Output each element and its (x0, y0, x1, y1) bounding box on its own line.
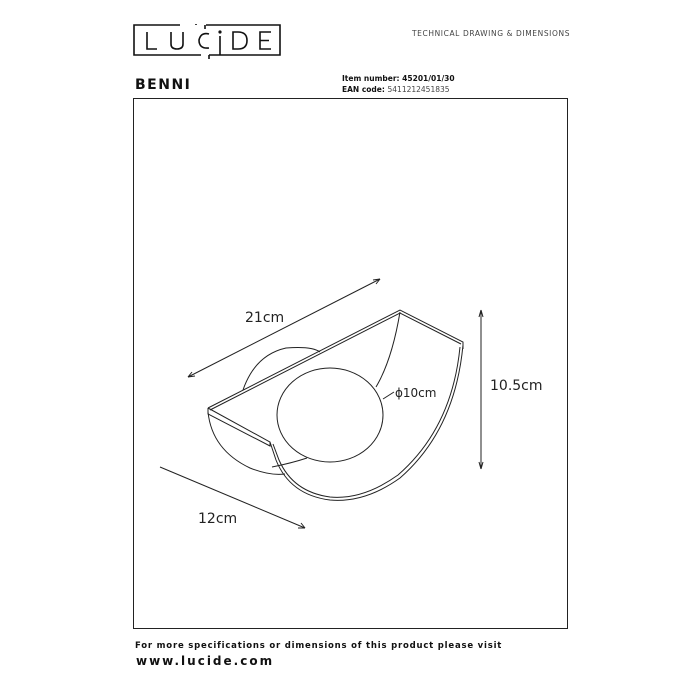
footer-note: For more specifications or dimensions of… (135, 641, 503, 651)
depth-dimension-line (159, 466, 306, 529)
item-number: 45201/01/30 (402, 74, 455, 83)
depth-label: 12cm (198, 511, 237, 527)
document-subtitle: TECHNICAL DRAWING & DIMENSIONS (412, 29, 571, 38)
drawing-frame (133, 98, 568, 629)
product-name: BENNI (135, 77, 192, 93)
height-label: 10.5cm (490, 378, 543, 394)
item-number-row: Item number: 45201/01/30 (342, 73, 455, 84)
width-label: 21cm (245, 310, 284, 326)
lamp-outline (207, 309, 464, 501)
diameter-label: ϕ10cm (395, 386, 436, 400)
lucide-logo (133, 24, 281, 59)
lamp-globe (276, 367, 384, 463)
ean-label: EAN code: (342, 85, 385, 94)
item-number-label: Item number: (342, 74, 400, 83)
product-codes: Item number: 45201/01/30 EAN code: 54112… (342, 73, 455, 95)
website-link[interactable]: www.lucide.com (136, 654, 275, 668)
ean-row: EAN code: 5411212451835 (342, 84, 455, 95)
ean-code: 5411212451835 (387, 85, 450, 94)
width-dimension-line (187, 278, 381, 378)
